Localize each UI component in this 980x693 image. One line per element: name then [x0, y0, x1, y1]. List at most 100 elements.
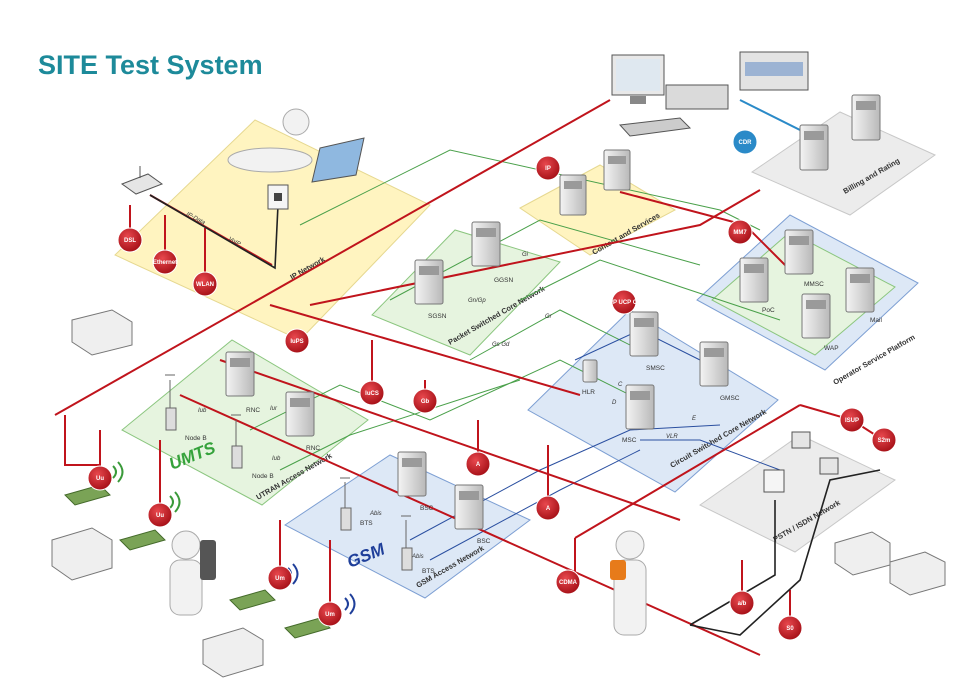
gmsc-label: GMSC — [720, 395, 740, 402]
bsc-server-2 — [454, 484, 484, 530]
poc-server — [739, 257, 769, 303]
router-icon — [120, 166, 164, 195]
badge-cdr-label: CDR — [739, 140, 753, 146]
badge-a-1[interactable]: A — [465, 451, 491, 477]
badge-cdma-label: CDMA — [559, 580, 578, 586]
badge-mm7-label: MM7 — [733, 230, 747, 236]
mail-label: Mail — [870, 317, 882, 324]
badge-cdma[interactable]: CDMA — [555, 569, 581, 595]
billing-server-2 — [851, 94, 881, 141]
badge-um-1-label: Um — [275, 576, 285, 582]
badge-uu-1[interactable]: Uu — [87, 465, 113, 491]
interface-card-icon-2 — [119, 529, 166, 551]
abis-label-2: Abis — [411, 554, 424, 560]
e-label: E — [692, 416, 697, 422]
page-title: SITE Test System — [38, 50, 263, 80]
badge-mm7[interactable]: MM7 — [727, 219, 753, 245]
badge-uu-2[interactable]: Uu — [147, 502, 173, 528]
badge-smpp[interactable]: SMPP UCP CIMD — [600, 289, 649, 315]
pstn-socket-icon — [763, 469, 785, 493]
mail-server — [845, 267, 875, 313]
test-box-icon-5 — [889, 551, 946, 596]
wap-server — [801, 293, 831, 339]
badge-ethernet-label: Ethernet — [153, 260, 177, 266]
msc-label: MSC — [622, 437, 637, 444]
billing-zone — [750, 111, 937, 216]
gr-label: Gr — [545, 314, 553, 320]
badge-um-2[interactable]: Um — [317, 601, 343, 627]
interface-card-icon-3 — [229, 589, 276, 611]
badge-gb[interactable]: Gb — [412, 388, 438, 414]
badge-a-2-label: A — [546, 506, 551, 512]
servers — [225, 94, 881, 530]
badge-dsl[interactable]: DSL — [117, 227, 143, 253]
rnc-server-1 — [225, 351, 255, 397]
badge-smpp-label: SMPP UCP CIMD — [600, 300, 649, 306]
content-server-1 — [559, 174, 587, 216]
badge-cdr[interactable]: CDR — [732, 129, 758, 155]
badge-ip[interactable]: IP — [535, 155, 561, 181]
badge-s2m-label: S2m — [878, 438, 891, 444]
badge-s2m[interactable]: S2m — [871, 427, 897, 453]
badge-uu-2-label: Uu — [156, 513, 164, 519]
abis-label-1: Abis — [369, 511, 382, 517]
test-box-icon-4 — [834, 531, 891, 576]
pc-monitor-icon — [611, 54, 665, 104]
badge-iucs[interactable]: IuCS — [359, 380, 385, 406]
badge-a-2[interactable]: A — [535, 495, 561, 521]
gi-label: Gi — [522, 252, 529, 258]
mmsc-label: MMSC — [804, 281, 824, 288]
node-b-label-1: Node B — [185, 435, 207, 442]
sgsn-label: SGSN — [428, 313, 447, 320]
badge-ab-label: a/b — [738, 601, 747, 607]
hub-icon — [791, 431, 839, 475]
black-links — [149, 194, 881, 636]
badge-s0-label: S0 — [786, 626, 794, 632]
test-box-icon-1 — [71, 309, 133, 356]
laptop-icon — [311, 137, 365, 183]
badge-dsl-label: DSL — [124, 238, 136, 244]
badge-uu-1-label: Uu — [96, 476, 104, 482]
badge-gb-label: Gb — [421, 399, 430, 405]
sgsn-server — [414, 259, 444, 305]
rnc-server-2 — [285, 391, 315, 437]
voip-label: VoIP — [227, 236, 241, 247]
wap-label: WAP — [824, 345, 839, 352]
badge-isup-label: ISUP — [845, 418, 859, 424]
badge-um-2-label: Um — [325, 612, 335, 618]
test-box-icon-2 — [51, 527, 113, 581]
poc-label: PoC — [762, 307, 775, 314]
test-box-icon-3 — [202, 627, 264, 678]
ggsn-server — [471, 221, 501, 267]
smsc-label: SMSC — [646, 365, 665, 372]
packet-core-zone — [371, 229, 561, 356]
badge-s0[interactable]: S0 — [777, 615, 803, 641]
iub-label-2: Iub — [272, 456, 281, 462]
badge-iups-label: IuPS — [290, 339, 303, 345]
gs-gd-label: Gs Gd — [492, 342, 510, 348]
iur-label: Iur — [270, 406, 278, 412]
ggsn-label: GGSN — [494, 277, 513, 284]
badge-ab[interactable]: a/b — [729, 590, 755, 616]
pstn-zone — [699, 434, 896, 553]
gmsc-server — [699, 341, 729, 387]
gn-gp-label: Gn/Gp — [468, 298, 486, 304]
badge-ip-label: IP — [545, 166, 551, 172]
badge-ethernet[interactable]: Ethernet — [152, 249, 178, 275]
keyboard-icon — [618, 117, 692, 137]
hlr-label: HLR — [582, 389, 595, 396]
badge-iups[interactable]: IuPS — [284, 328, 310, 354]
badge-wlan[interactable]: WLAN — [192, 271, 218, 297]
node-b-label-2: Node B — [252, 473, 274, 480]
bts-label-1: BTS — [360, 520, 373, 527]
bts-label-2: BTS — [422, 568, 435, 575]
bsc-label-1: BSC — [420, 505, 434, 512]
badge-um-1[interactable]: Um — [267, 565, 293, 591]
smsc-server — [629, 311, 659, 357]
vlr-label: VLR — [666, 434, 678, 440]
bsc-server-1 — [397, 451, 427, 497]
wall-socket-icon — [267, 184, 289, 210]
badge-isup[interactable]: ISUP — [839, 407, 865, 433]
badge-wlan-label: WLAN — [196, 282, 214, 288]
